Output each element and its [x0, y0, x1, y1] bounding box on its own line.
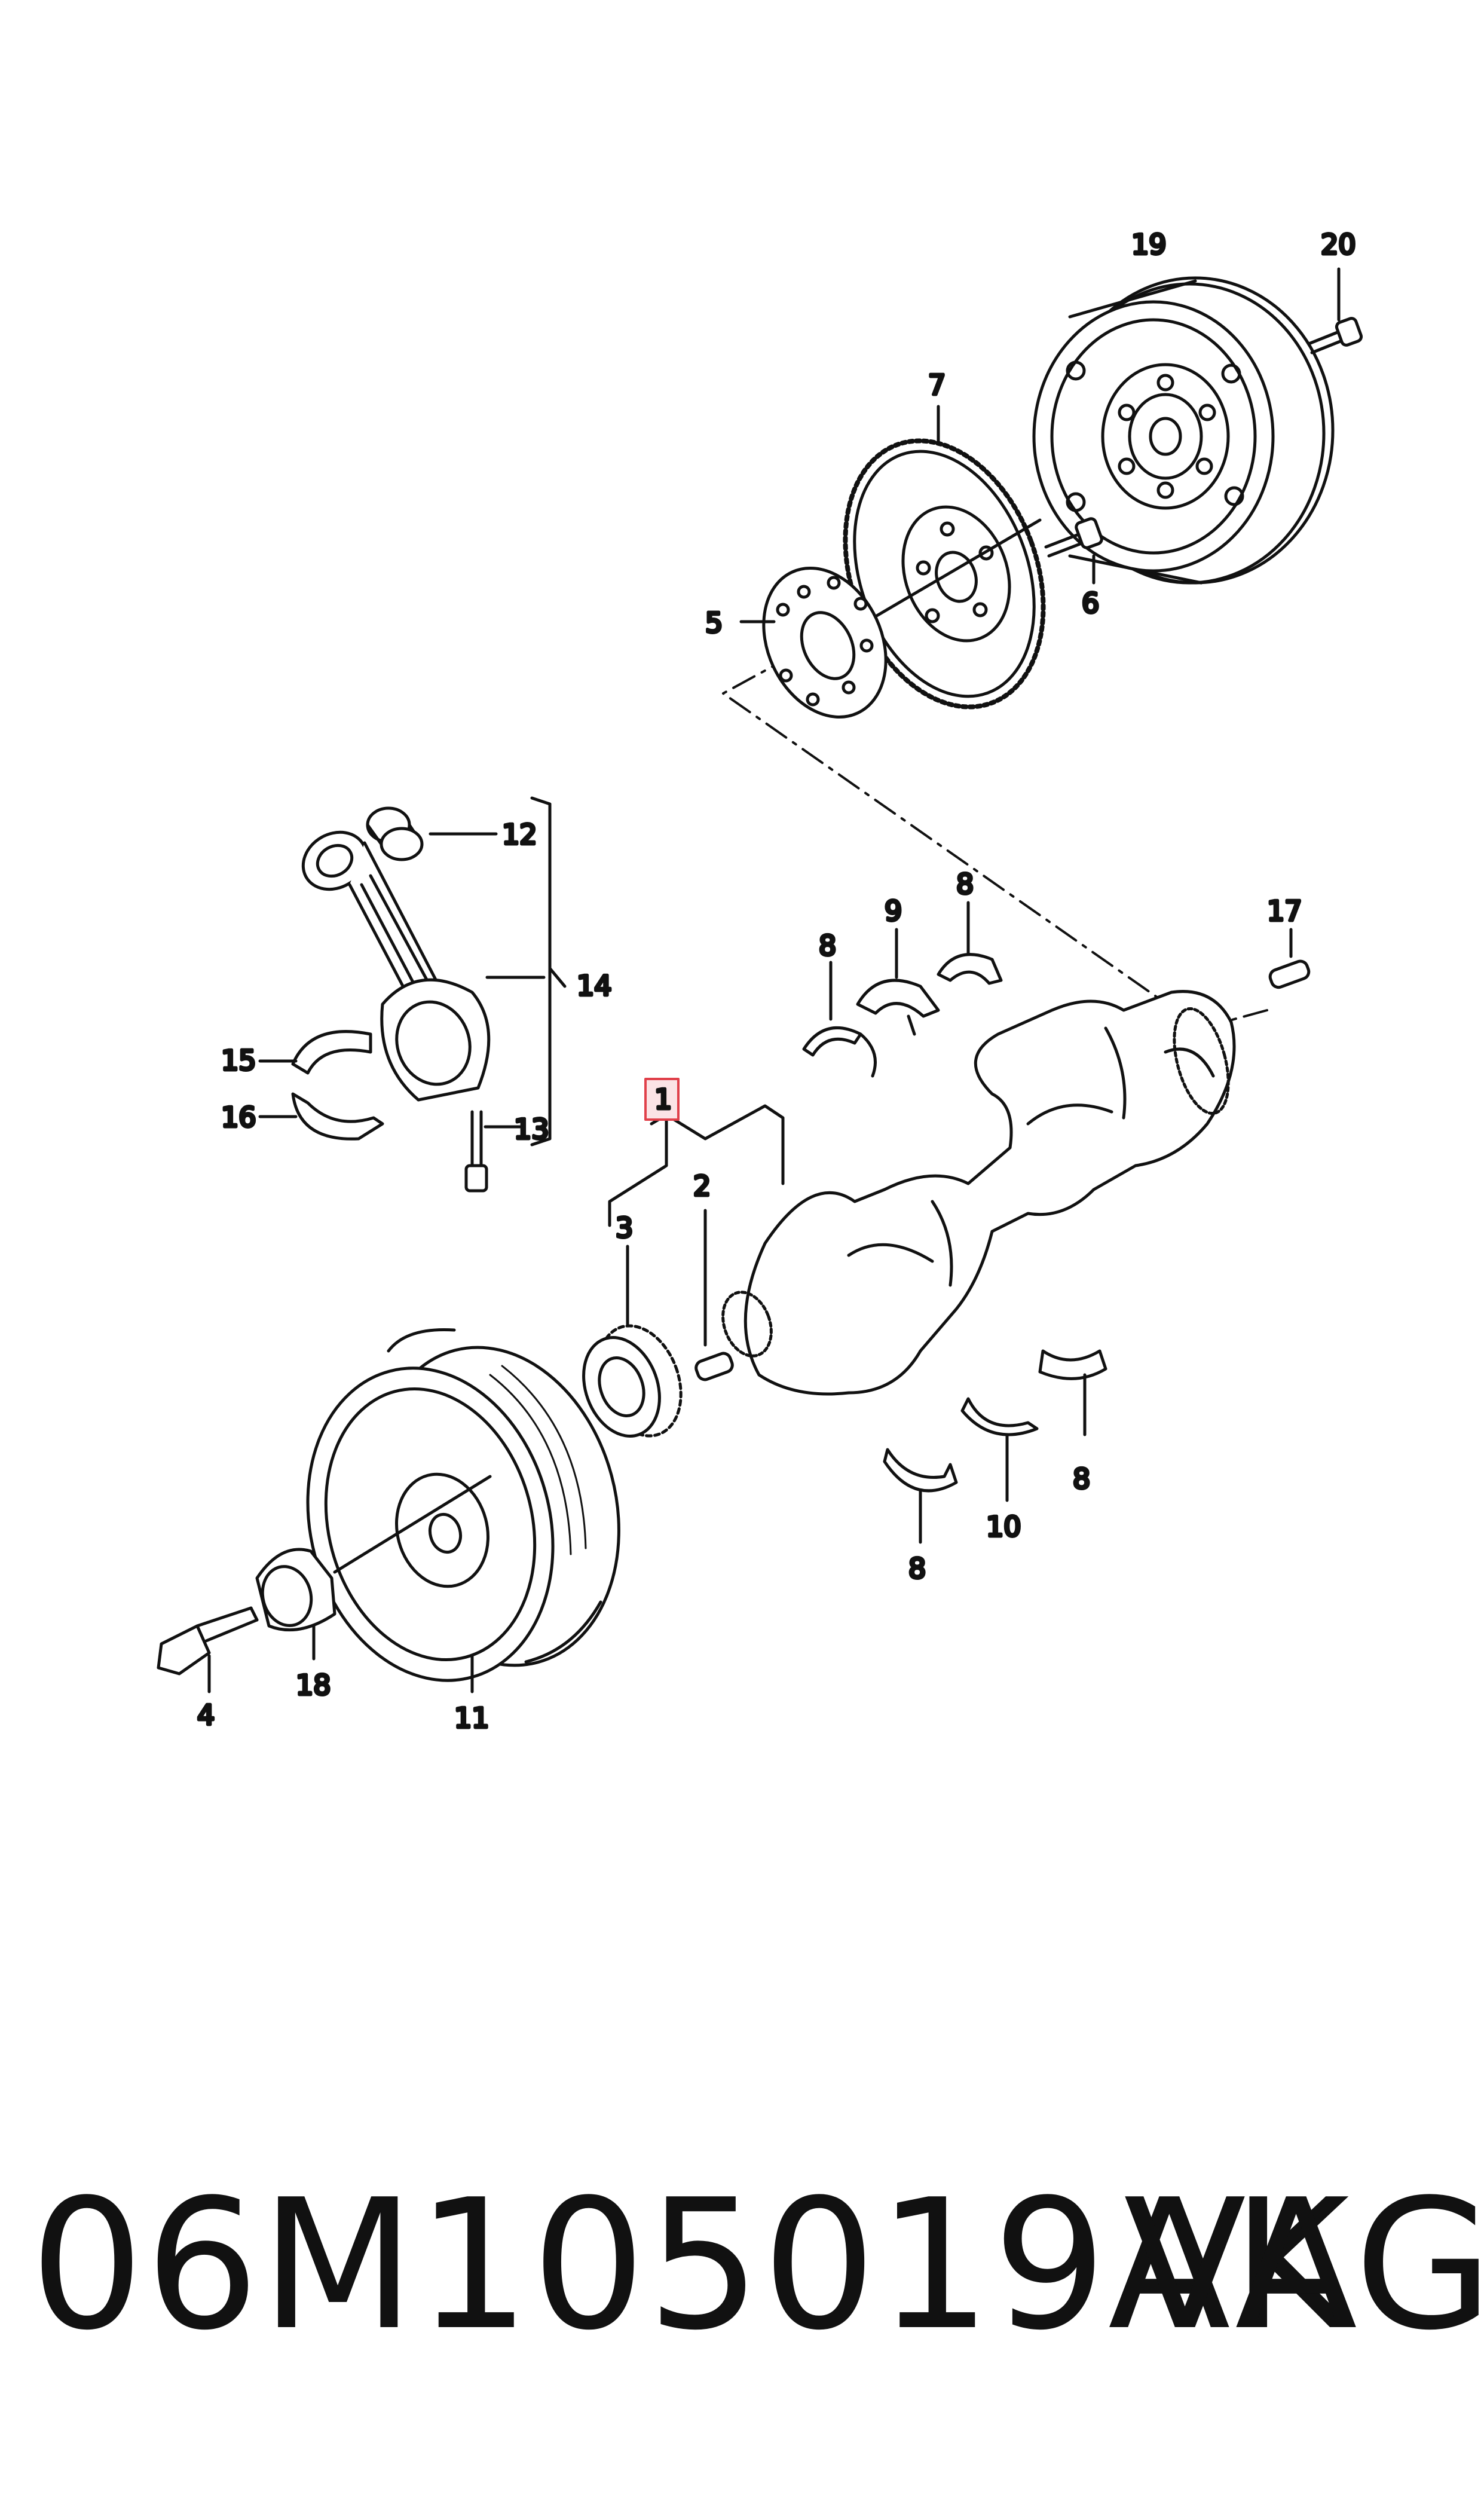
thrust-washer-8c [1038, 1349, 1107, 1380]
callout-8-a: 8 [819, 930, 836, 962]
pulley-bolt-4 [157, 1606, 259, 1676]
crankshaft [721, 990, 1236, 1396]
callout-17: 17 [1267, 895, 1302, 927]
crank-sprocket [582, 1324, 683, 1438]
crankshaft-bracket [608, 1104, 785, 1227]
callout-16: 16 [221, 1101, 256, 1133]
callout-13: 13 [514, 1113, 549, 1145]
vibration-damper-pulley [306, 1328, 620, 1682]
dowel-pin-17 [1268, 959, 1311, 989]
callout-1: 1 [654, 1083, 672, 1115]
callout-15: 15 [221, 1044, 256, 1077]
bolt-6 [1044, 517, 1103, 558]
rod-bearing-15 [291, 1030, 372, 1075]
group-bracket [530, 796, 552, 1147]
piston-pin-bush-12 [366, 806, 424, 861]
thrust-washer-8d [883, 1448, 958, 1493]
callout-3: 3 [616, 1212, 633, 1244]
bolt-20 [1307, 317, 1363, 354]
thrust-washer-8b [937, 953, 1003, 985]
callout-20: 20 [1321, 228, 1356, 261]
callout-18: 18 [296, 1669, 331, 1701]
part-number: 06M105019AK [30, 2161, 1351, 2370]
brand-name: VAG [1124, 2161, 1484, 2370]
callout-5: 5 [705, 607, 723, 639]
dual-mass-flywheel [1032, 276, 1335, 585]
rod-bearing-16 [291, 1092, 384, 1141]
bearing-shell-9 [856, 979, 940, 1036]
callout-8-c: 8 [1073, 1463, 1090, 1495]
flexplate [843, 438, 1046, 710]
spacer-18 [255, 1548, 336, 1632]
dowel-pin-2 [694, 1352, 734, 1381]
shim-plate [762, 567, 888, 719]
callout-19: 19 [1131, 228, 1167, 261]
bearing-shell-10 [960, 1397, 1039, 1436]
callout-12: 12 [502, 818, 537, 851]
callout-11: 11 [454, 1702, 489, 1734]
dashdot-axis-line [722, 656, 1268, 1029]
callout-9: 9 [885, 895, 902, 927]
callout-4: 4 [197, 1699, 215, 1731]
callout-14: 14 [577, 970, 612, 1002]
diagram-svg: 1 2 3 4 5 6 7 8 8 8 8 9 10 11 12 13 14 1… [157, 227, 1363, 1736]
rod-bolt-13 [464, 1110, 488, 1193]
thrust-washer-8a [802, 1026, 877, 1078]
callout-10: 10 [986, 1511, 1021, 1543]
callout-7: 7 [928, 369, 946, 401]
callout-8-b: 8 [956, 868, 974, 900]
callout-1-highlight [644, 1078, 680, 1121]
callout-6: 6 [1082, 587, 1099, 619]
callout-8-d: 8 [908, 1552, 926, 1585]
connecting-rod [301, 830, 491, 1102]
callout-2: 2 [693, 1170, 711, 1202]
